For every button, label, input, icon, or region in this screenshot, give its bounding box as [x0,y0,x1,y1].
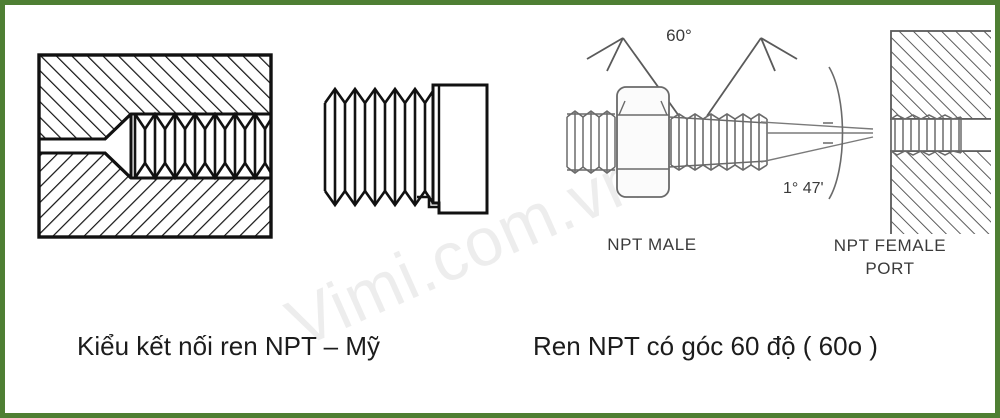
taper-angle-arc [823,66,844,200]
taper-reference-lines [760,121,874,163]
internal-thread-lower [133,160,273,181]
female-threaded-port-section-figure [35,51,275,246]
npt-male-label: NPT MALE [607,235,697,254]
caption-left: Kiểu kết nối ren NPT – Mỹ [77,331,380,361]
internal-thread-upper [133,111,273,178]
plug-body [431,83,489,215]
female-port-block [890,30,995,240]
thread-angle-value: 60° [666,26,692,45]
npt-angle-detail-figure: 60° [561,19,995,240]
male-plug-svg [323,83,489,215]
port-outline [37,53,273,239]
bore-chamfer-upper [39,112,133,141]
external-thread-profile [323,86,435,208]
male-threaded-plug-figure [317,67,497,232]
hex-nut-body [616,86,670,198]
female-port-section-svg [37,53,273,239]
figure-canvas: Vimi.com.vn [5,5,995,413]
thread-relief-notch [417,195,439,209]
npt-female-label-line1: NPT FEMALE [833,236,947,255]
male-front-thread [668,113,768,171]
male-back-thread [566,110,616,174]
taper-angle-value: 1° 47' [783,180,824,197]
npt-female-label-line2: PORT [865,258,915,278]
npt-angle-detail-svg: 60° [566,26,995,240]
bore-chamfer-lower [39,151,133,180]
npt-female-port-label: NPT FEMALE PORT [800,235,980,281]
caption-right: Ren NPT có góc 60 độ ( 60o ) [533,331,878,361]
